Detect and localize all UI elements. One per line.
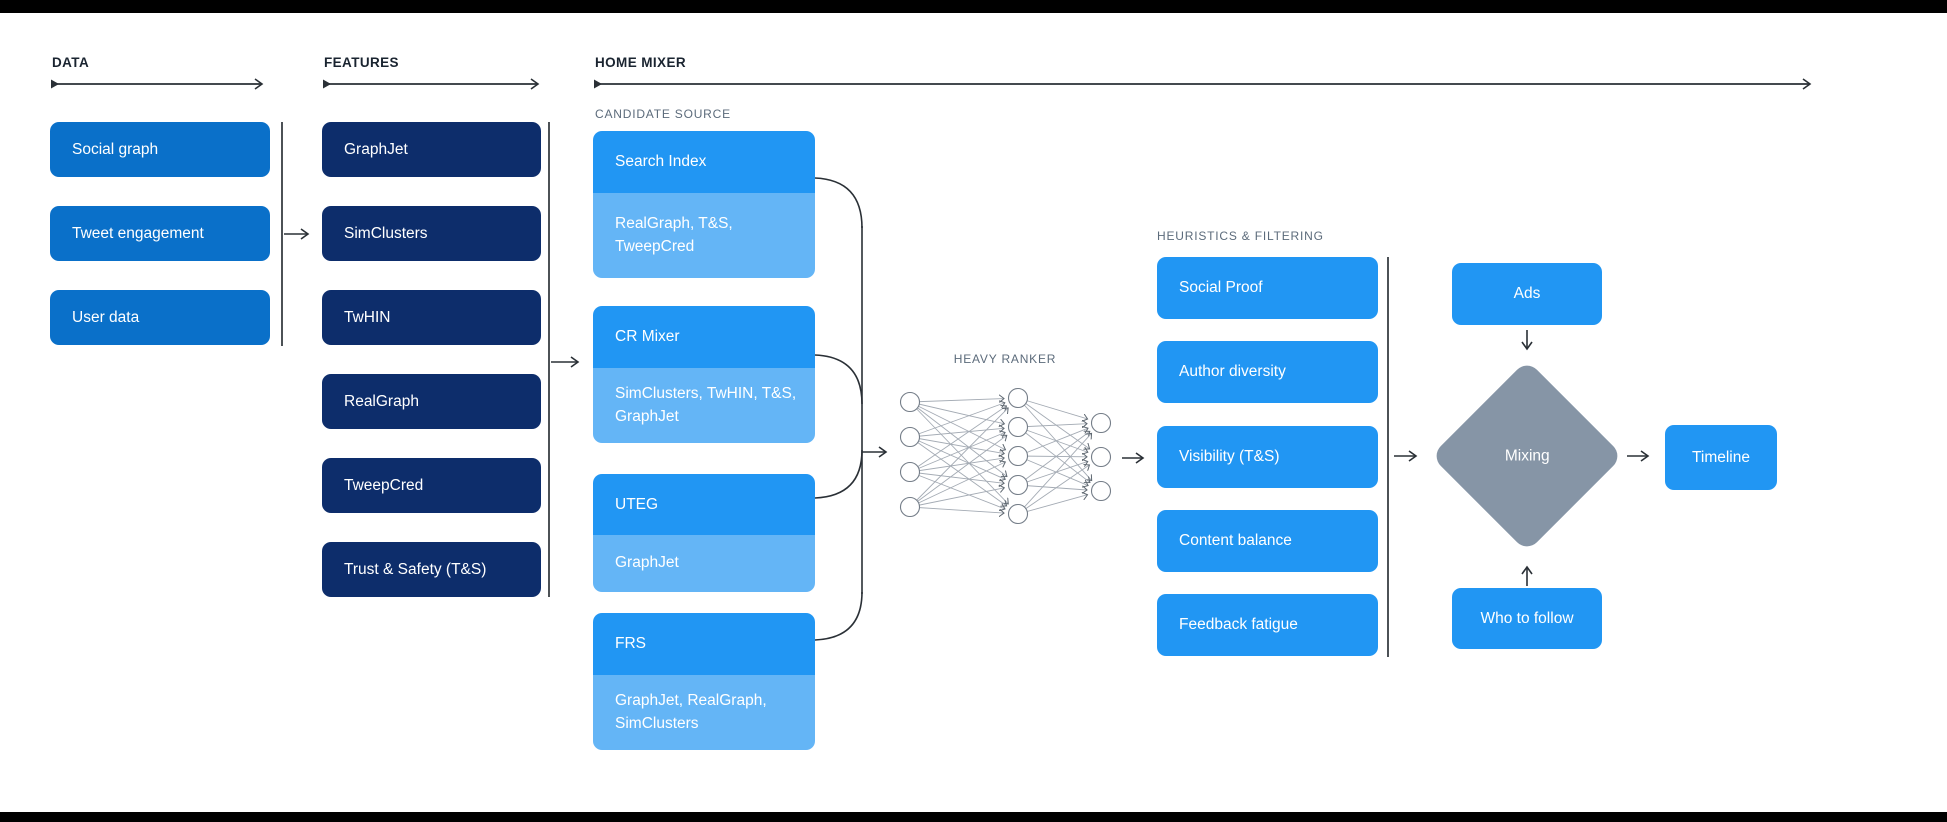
box-label: Mixing [1504,446,1550,464]
box-label: GraphJet, RealGraph, SimClusters [615,692,767,732]
heuristic-box-content-balance: Content balance [1157,510,1378,572]
cr-mixer-connector [814,354,863,405]
candidate-sources-frs: GraphJet, RealGraph, SimClusters [593,675,815,750]
candidate-sources-cr-mixer: SimClusters, TwHIN, T&S, GraphJet [593,368,815,443]
candidate-box-frs: FRS [593,613,815,675]
box-label: Feedback fatigue [1179,616,1298,633]
box-label: Social Proof [1179,279,1263,296]
feature-box-tweepcred: TweepCred [322,458,541,513]
box-label: GraphJet [615,554,679,572]
who-to-follow-box: Who to follow [1452,588,1602,649]
box-label: Author diversity [1179,363,1286,380]
box-label: Who to follow [1480,609,1574,627]
box-label: TwHIN [344,308,391,326]
candidate-box-uteg: UTEG [593,474,815,535]
box-label: FRS [615,635,646,652]
box-label: Search Index [615,153,707,170]
top-letterbox-bar [0,0,1947,13]
box-label: CR Mixer [615,328,680,345]
candidate-box-search-index: Search Index [593,131,815,193]
bottom-letterbox-bar [0,812,1947,822]
uteg-connector [814,449,863,499]
heuristic-box-author-diversity: Author diversity [1157,341,1378,403]
candidate-box-cr-mixer: CR Mixer [593,306,815,368]
box-label: Timeline [1692,448,1750,466]
data-box-tweet-engagement: Tweet engagement [50,206,270,261]
feature-box-realgraph: RealGraph [322,374,541,429]
box-label: Tweet engagement [72,224,204,242]
box-label: RealGraph, T&S, TweepCred [615,215,733,255]
heuristic-box-feedback-fatigue: Feedback fatigue [1157,594,1378,656]
data-box-social-graph: Social graph [50,122,270,177]
data-column-header: DATA [52,55,90,70]
feature-box-simclusters: SimClusters [322,206,541,261]
heuristics-header: HEURISTICS & FILTERING [1157,229,1324,243]
box-label: Visibility (T&S) [1179,448,1280,465]
candidate-sources-uteg: GraphJet [593,535,815,592]
box-label: RealGraph [344,392,419,410]
box-label: Trust & Safety (T&S) [344,560,487,578]
mixing-diamond: Mixing [1430,359,1624,553]
box-label: User data [72,308,140,326]
frs-connector [814,591,863,641]
box-label: Content balance [1179,532,1292,549]
heuristic-box-visibility: Visibility (T&S) [1157,426,1378,488]
box-label: SimClusters, TwHIN, T&S, GraphJet [615,385,797,425]
box-label: Ads [1513,285,1541,302]
features-column-header: FEATURES [324,55,399,70]
timeline-box: Timeline [1665,425,1777,490]
home-mixer-header: HOME MIXER [595,55,687,70]
data-box-user-data: User data [50,290,270,345]
box-label: TweepCred [344,476,424,494]
candidate-sources-search-index: RealGraph, T&S, TweepCred [593,193,815,278]
box-label: UTEG [615,495,659,513]
box-label: SimClusters [344,224,428,242]
feature-box-graphjet: GraphJet [322,122,541,177]
heuristic-box-social-proof: Social Proof [1157,257,1378,319]
feature-box-trust-safety: Trust & Safety (T&S) [322,542,541,597]
box-label: Social graph [72,140,159,158]
heavy-ranker-header: HEAVY RANKER [953,352,1057,366]
search-index-connector [814,177,863,229]
box-label: GraphJet [344,140,408,158]
ads-box: Ads [1452,263,1602,325]
heavy-ranker-network [899,387,1112,525]
feature-box-twhin: TwHIN [322,290,541,345]
candidate-source-header: CANDIDATE SOURCE [595,107,731,121]
